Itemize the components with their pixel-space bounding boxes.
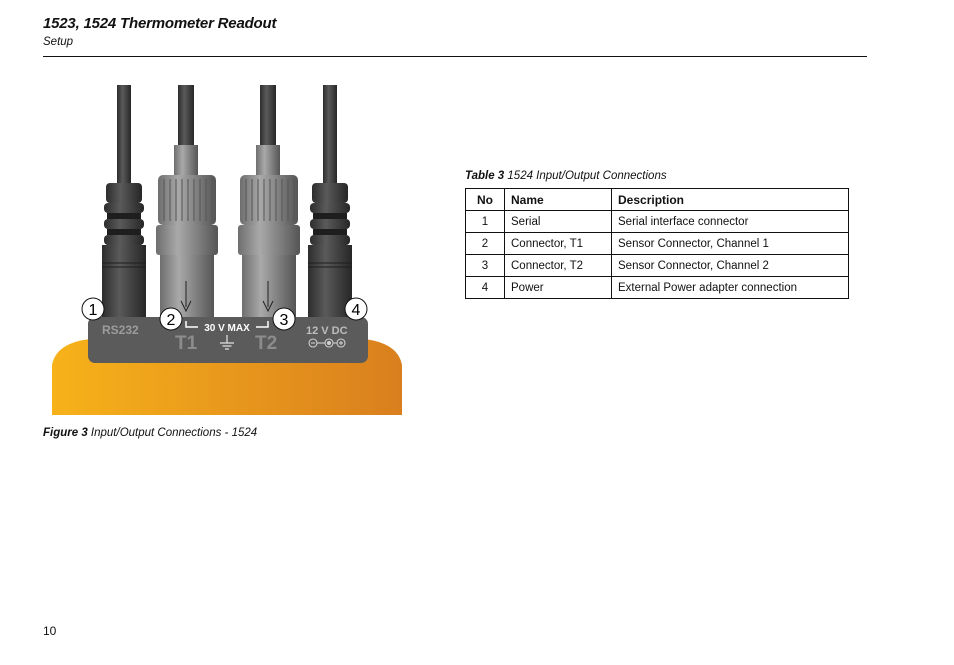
cell-description: Sensor Connector, Channel 2 <box>611 254 849 277</box>
t2-label: T2 <box>255 333 277 354</box>
t2-sensor-connector <box>238 85 300 317</box>
table-row: 2 Connector, T1 Sensor Connector, Channe… <box>465 232 849 255</box>
callout-1-number: 1 <box>89 302 98 319</box>
header-rule <box>43 56 867 57</box>
table-row: 1 Serial Serial interface connector <box>465 210 849 233</box>
page-number: 10 <box>43 624 57 638</box>
table-caption: Table 3 1524 Input/Output Connections <box>465 170 667 182</box>
cell-no: 4 <box>465 276 505 299</box>
cell-no: 3 <box>465 254 505 277</box>
column-header-description: Description <box>611 188 849 211</box>
voltage-bracket-right <box>256 321 269 328</box>
dc-label: 12 V DC <box>306 325 348 337</box>
cell-description: External Power adapter connection <box>611 276 849 299</box>
column-header-name: Name <box>504 188 612 211</box>
column-header-no: No <box>465 188 505 211</box>
page-title: 1523, 1524 Thermometer Readout <box>43 15 277 32</box>
table-header-row: No Name Description <box>465 188 849 211</box>
t1-sensor-connector <box>156 85 218 317</box>
cell-name: Connector, T1 <box>504 232 612 255</box>
rs232-connector <box>102 85 146 317</box>
cell-name: Connector, T2 <box>504 254 612 277</box>
callout-4: 4 <box>344 297 368 321</box>
io-connections-table: No Name Description 1 Serial Serial inte… <box>465 188 849 299</box>
io-connections-illustration: RS232 12 V DC T1 T2 30 V MAX 1 2 3 4 <box>52 85 402 415</box>
cell-name: Power <box>504 276 612 299</box>
ground-icon <box>220 335 234 350</box>
voltage-bracket <box>185 321 198 328</box>
voltage-label: 30 V MAX <box>204 323 250 334</box>
figure-caption: Figure 3 Input/Output Connections - 1524 <box>43 427 257 439</box>
cell-no: 2 <box>465 232 505 255</box>
callout-2: 2 <box>159 307 183 331</box>
callout-2-number: 2 <box>167 312 176 329</box>
dc-polarity-icon <box>308 338 346 348</box>
callout-3: 3 <box>272 307 296 331</box>
connector-panel <box>88 317 368 363</box>
dc-power-connector <box>308 85 352 317</box>
t1-label: T1 <box>175 333 198 354</box>
callout-4-number: 4 <box>352 302 361 319</box>
rs232-label: RS232 <box>102 323 139 337</box>
figure-caption-text: Input/Output Connections - 1524 <box>87 427 258 439</box>
cell-description: Sensor Connector, Channel 1 <box>611 232 849 255</box>
table-row: 4 Power External Power adapter connectio… <box>465 276 849 299</box>
table-caption-text: 1524 Input/Output Connections <box>504 170 667 182</box>
cell-name: Serial <box>504 210 612 233</box>
callout-1: 1 <box>81 297 105 321</box>
table-caption-label: Table 3 <box>465 170 505 182</box>
section-subtitle: Setup <box>43 36 74 48</box>
cell-description: Serial interface connector <box>611 210 849 233</box>
cell-no: 1 <box>465 210 505 233</box>
table-row: 3 Connector, T2 Sensor Connector, Channe… <box>465 254 849 277</box>
figure-caption-label: Figure 3 <box>43 427 88 439</box>
callout-3-number: 3 <box>280 312 289 329</box>
